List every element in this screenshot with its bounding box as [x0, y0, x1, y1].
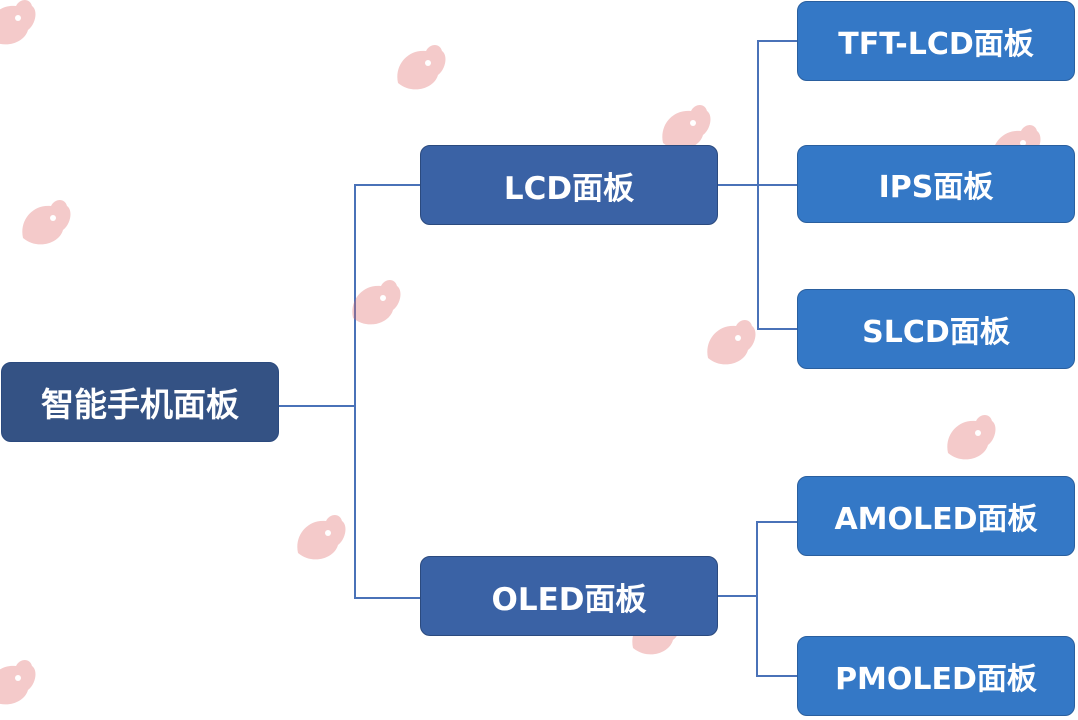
leaf-node-label: TFT-LCD面板 [838, 27, 1034, 62]
connector-root-oled [354, 406, 420, 599]
leaf-node-pmoled: PMOLED面板 [797, 636, 1075, 716]
branch-node-label: OLED面板 [491, 581, 647, 618]
root-node: 智能手机面板 [1, 362, 279, 442]
branch-node-oled: OLED面板 [420, 556, 718, 636]
connector-lcd-tft [718, 40, 797, 186]
leaf-node-label: IPS面板 [878, 170, 994, 205]
connector-oled-pmoled [756, 596, 797, 677]
leaf-node-tft-lcd: TFT-LCD面板 [797, 1, 1075, 81]
root-node-label: 智能手机面板 [41, 385, 239, 424]
leaf-node-label: PMOLED面板 [835, 662, 1037, 697]
leaf-node-ips: IPS面板 [797, 145, 1075, 223]
leaf-node-slcd: SLCD面板 [797, 289, 1075, 369]
connector-oled-amoled [718, 521, 797, 597]
branch-node-lcd: LCD面板 [420, 145, 718, 225]
connector-lcd-slcd [757, 185, 797, 330]
leaf-node-label: SLCD面板 [862, 315, 1010, 350]
branch-node-label: LCD面板 [503, 170, 635, 207]
leaf-node-amoled: AMOLED面板 [797, 476, 1075, 556]
leaf-node-label: AMOLED面板 [834, 502, 1038, 537]
connector-root-lcd [279, 184, 420, 407]
